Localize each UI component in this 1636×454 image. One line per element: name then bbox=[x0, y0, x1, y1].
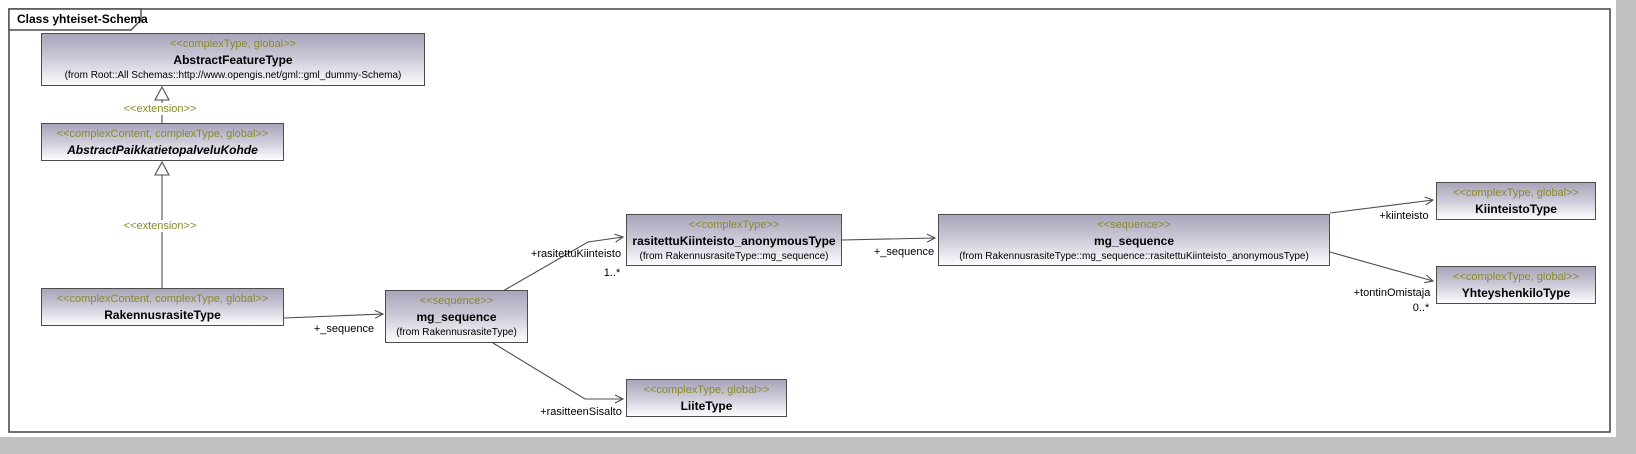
class-name: AbstractPaikkatietopalveluKohde bbox=[67, 143, 258, 157]
class-name: RakennusrasiteType bbox=[104, 308, 221, 322]
class-from: (from RakennusrasiteType) bbox=[396, 327, 517, 338]
stereotype-label: <<sequence>> bbox=[419, 295, 494, 307]
class-name: YhteyshenkiloType bbox=[1461, 286, 1571, 300]
class-rasitettukiinteisto-anonymoustype[interactable]: <<complexType>> rasitettuKiinteisto_anony… bbox=[626, 214, 842, 266]
class-name: rasitettuKiinteisto_anonymousType bbox=[632, 233, 836, 248]
stereotype-label: <<complexType, global>> bbox=[1453, 271, 1579, 283]
class-name: AbstractFeatureType bbox=[173, 53, 293, 67]
stereotype-label: <<complexType>> bbox=[688, 218, 780, 231]
class-from: (from Root::All Schemas::http://www.open… bbox=[64, 70, 402, 81]
association-role-label: +tontinOmistaja bbox=[1353, 287, 1431, 299]
multiplicity-label: 1..* bbox=[603, 267, 621, 279]
class-rakennusrasite-type[interactable]: <<complexContent, complexType, global>> R… bbox=[41, 288, 284, 326]
association-role-label: +kiinteisto bbox=[1379, 210, 1429, 222]
stereotype-label: <<complexType, global>> bbox=[170, 38, 296, 50]
extension-label: <<extension>> bbox=[122, 220, 198, 232]
multiplicity-label: 0..* bbox=[1412, 302, 1430, 314]
class-name: mg_sequence bbox=[416, 310, 497, 324]
stereotype-label: <<complexContent, complexType, global>> bbox=[56, 293, 269, 305]
class-name: LiiteType bbox=[680, 399, 733, 413]
class-abstract-paikkatietopalvelukohde[interactable]: <<complexContent, complexType, global>> A… bbox=[41, 123, 284, 161]
extension-label: <<extension>> bbox=[122, 103, 198, 115]
class-name: KiinteistoType bbox=[1475, 202, 1557, 216]
class-yhteyshenkilo-type[interactable]: <<complexType, global>> YhteyshenkiloType bbox=[1436, 266, 1596, 304]
class-name: mg_sequence bbox=[1093, 233, 1175, 248]
association-role-label: +_sequence bbox=[873, 246, 935, 258]
class-kiinteisto-type[interactable]: <<complexType, global>> KiinteistoType bbox=[1436, 182, 1596, 220]
class-mg-sequence-2[interactable]: <<sequence>> mg_sequence (from Rakennusras… bbox=[938, 214, 1330, 266]
association-role-label: +rasitteenSisalto bbox=[540, 406, 622, 418]
stereotype-label: <<complexType, global>> bbox=[643, 384, 770, 396]
class-mg-sequence-1[interactable]: <<sequence>> mg_sequence (from Rakennusras… bbox=[385, 290, 528, 343]
stereotype-label: <<complexType, global>> bbox=[1453, 187, 1579, 199]
stereotype-label: <<sequence>> bbox=[1097, 218, 1171, 231]
class-abstract-feature-type[interactable]: <<complexType, global>> AbstractFeatureTy… bbox=[41, 33, 425, 86]
class-from: (from RakennusrasiteType::mg_sequence::r… bbox=[959, 250, 1309, 262]
association-role-label: +_sequence bbox=[313, 323, 375, 335]
association-role-label: +rasitettuKiinteisto bbox=[530, 248, 622, 260]
class-from: (from RakennusrasiteType::mg_sequence) bbox=[639, 250, 829, 262]
class-liite-type[interactable]: <<complexType, global>> LiiteType bbox=[626, 379, 787, 417]
frame-title: Class yhteiset-Schema bbox=[17, 12, 148, 26]
stereotype-label: <<complexContent, complexType, global>> bbox=[56, 128, 269, 140]
